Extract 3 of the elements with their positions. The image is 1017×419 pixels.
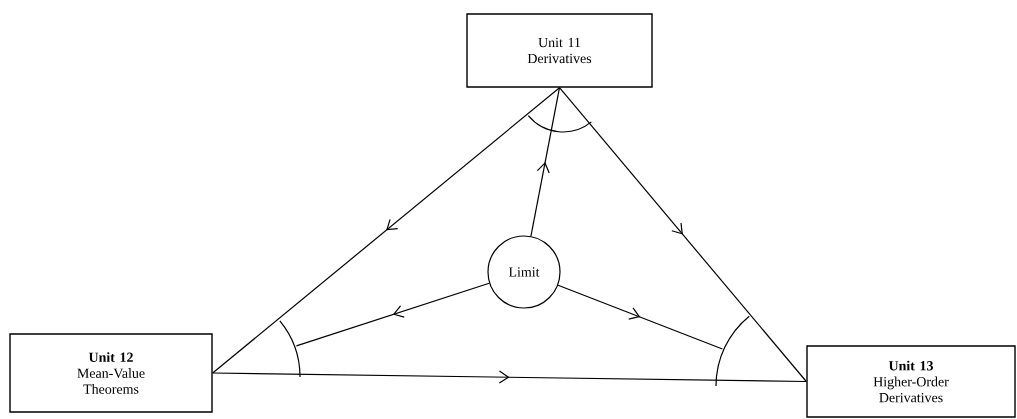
- unit-box: Unit 12 Mean-Value Theorems: [9, 333, 213, 413]
- unit-box: Unit 11 Derivatives: [466, 13, 653, 88]
- unit-box: Unit 13 Higher-Order Derivatives: [806, 345, 1016, 418]
